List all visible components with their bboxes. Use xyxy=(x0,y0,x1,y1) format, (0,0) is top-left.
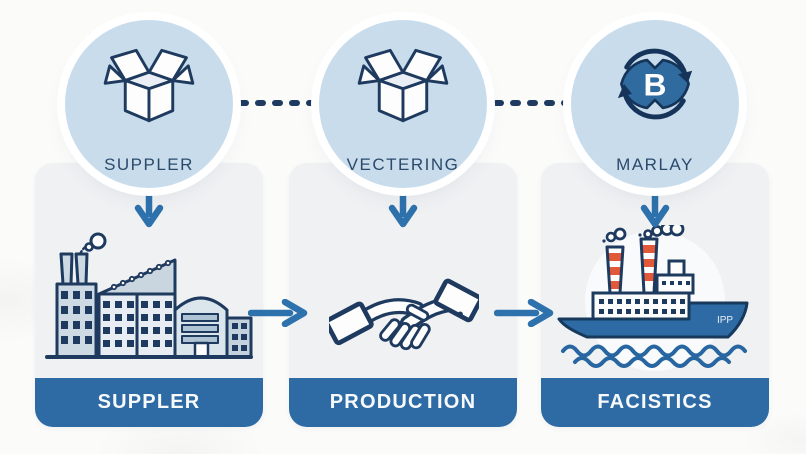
banner-production: PRODUCTION xyxy=(289,378,517,427)
banner-label: SUPPLER xyxy=(97,391,201,413)
down-arrow-icon xyxy=(388,186,418,228)
dash xyxy=(306,100,317,106)
right-arrow-icon xyxy=(494,299,554,327)
dash xyxy=(561,100,572,106)
banner-label: PRODUCTION xyxy=(329,391,477,413)
dash xyxy=(289,100,300,106)
dash xyxy=(510,100,521,106)
down-arrow-icon xyxy=(134,186,164,228)
stage-production: PRODUCTION VECTERING xyxy=(289,0,517,454)
handshake-icon xyxy=(329,278,479,351)
marlay-badge-circle: B MARLAY xyxy=(571,20,739,188)
dash xyxy=(238,100,249,106)
vectering-badge-circle: VECTERING xyxy=(319,20,487,188)
cargo-ship-icon: IPP xyxy=(557,225,749,371)
badge-label: VECTERING xyxy=(346,155,460,174)
stage-supplier: SUPPLER SUPPLER xyxy=(35,0,263,454)
down-arrow-icon xyxy=(640,186,670,228)
right-arrow-icon xyxy=(248,299,308,327)
dash xyxy=(272,100,283,106)
badge-label: SUPPLER xyxy=(104,155,194,174)
dash xyxy=(493,100,504,106)
dashed-connector xyxy=(493,100,572,106)
dashed-connector xyxy=(238,100,317,106)
factory-icon xyxy=(45,232,253,359)
b-logo-letter: B xyxy=(644,67,667,103)
banner-label: FACISTICS xyxy=(597,391,713,413)
open-box-icon xyxy=(357,48,449,123)
open-box-icon xyxy=(103,48,195,123)
banner-supplier: SUPPLER xyxy=(35,378,263,427)
ship-hull-label: IPP xyxy=(717,315,733,326)
supplier-badge-circle: SUPPLER xyxy=(65,20,233,188)
dash xyxy=(544,100,555,106)
stage-logistics: IPP FACISTICS B MARLAY xyxy=(541,0,769,454)
banner-logistics: FACISTICS xyxy=(541,378,769,427)
dash xyxy=(255,100,266,106)
dash xyxy=(527,100,538,106)
b-cycle-icon: B xyxy=(617,48,693,120)
badge-label: MARLAY xyxy=(616,155,694,174)
